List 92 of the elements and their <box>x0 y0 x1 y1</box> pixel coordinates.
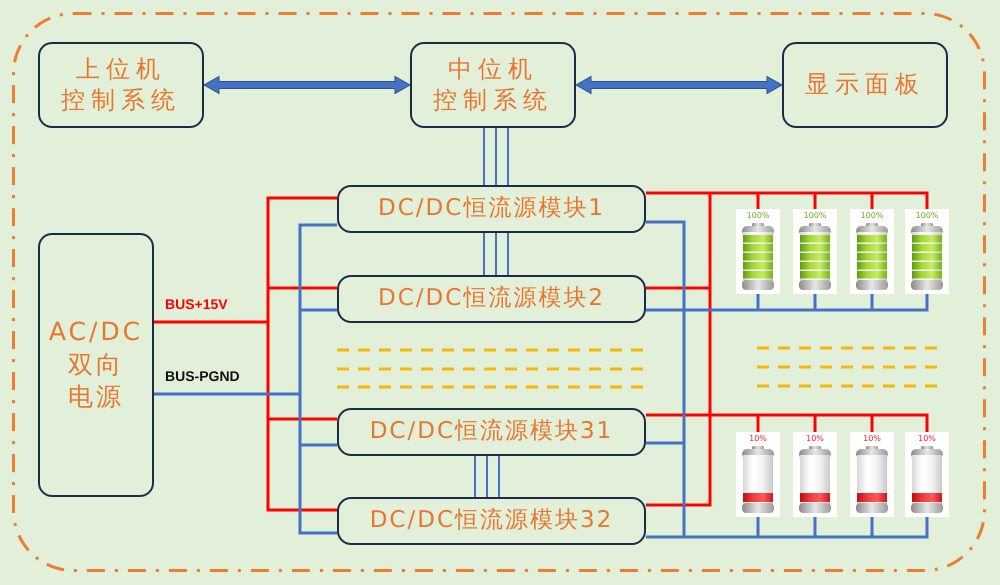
power-supply-label: AC/DC双向电源 <box>48 316 144 414</box>
wire <box>298 394 302 445</box>
system-label: 显示面板 <box>805 69 925 100</box>
wire <box>758 414 815 416</box>
system-box <box>410 42 576 128</box>
wire <box>758 308 815 312</box>
wire <box>870 415 874 432</box>
battery-tile <box>793 209 837 294</box>
wire <box>708 193 712 288</box>
wire <box>266 322 270 419</box>
module-box <box>337 185 646 233</box>
wire <box>646 414 710 416</box>
wire <box>758 192 815 194</box>
battery-tile <box>736 209 780 294</box>
wire <box>815 192 872 194</box>
wire <box>870 294 874 310</box>
wire <box>300 308 337 312</box>
wire <box>684 308 758 312</box>
system-box <box>38 42 204 128</box>
wire <box>298 445 337 534</box>
system-label: 中位机控制系统 <box>433 54 553 116</box>
wire <box>814 294 816 310</box>
bus-lines <box>483 232 509 276</box>
bus-lines <box>483 127 509 186</box>
charge-label: 100% <box>746 211 770 221</box>
power-supply-box <box>38 233 154 497</box>
wire <box>646 442 684 444</box>
charge-label: 100% <box>860 211 884 221</box>
system-box <box>782 42 948 128</box>
wire <box>682 443 686 537</box>
module-label: DC/DC恒流源模块2 <box>378 284 605 314</box>
wire <box>872 192 928 209</box>
wire <box>815 536 872 538</box>
charge-label: 10% <box>749 434 767 444</box>
wire <box>814 193 816 209</box>
wire <box>266 196 337 288</box>
double-arrow <box>202 76 412 94</box>
wire <box>872 294 928 312</box>
battery-tile <box>905 209 949 294</box>
wire <box>756 193 760 209</box>
wire <box>646 192 710 194</box>
wire <box>872 414 928 432</box>
wire <box>268 418 337 420</box>
wire <box>682 310 686 443</box>
wire <box>266 419 337 512</box>
wire <box>815 308 872 312</box>
wire <box>758 536 815 538</box>
module-label: DC/DC恒流源模块1 <box>378 194 605 224</box>
wire <box>756 415 760 432</box>
charge-label: 10% <box>918 434 936 444</box>
wire <box>268 286 337 290</box>
battery-tile <box>850 209 894 294</box>
wire <box>298 224 337 310</box>
wire <box>710 414 758 416</box>
wire <box>870 517 874 537</box>
module-box <box>337 408 646 456</box>
wire <box>756 517 760 537</box>
system-boundary <box>12 12 986 572</box>
battery-tile <box>736 432 780 517</box>
charge-label: 100% <box>804 211 826 221</box>
wire <box>708 288 712 415</box>
wire <box>684 536 758 538</box>
wire <box>814 415 816 432</box>
module-label: DC/DC恒流源模块32 <box>370 506 614 536</box>
wire <box>815 414 872 416</box>
wire <box>154 392 300 396</box>
charge-label: 10% <box>863 434 881 444</box>
wire <box>298 310 302 394</box>
double-arrow <box>574 76 784 94</box>
wire <box>872 517 928 538</box>
battery-tile <box>905 432 949 517</box>
wire <box>646 286 710 290</box>
bus-lines <box>474 455 500 498</box>
wire <box>814 517 816 537</box>
module-box <box>337 275 646 323</box>
system-label: 上位机控制系统 <box>61 54 181 116</box>
wire <box>300 444 337 446</box>
wire <box>646 536 684 538</box>
wire <box>710 192 758 194</box>
battery-tile <box>793 432 837 517</box>
wire <box>266 288 270 322</box>
wire <box>646 415 712 506</box>
wire <box>870 193 874 209</box>
wire <box>646 308 684 312</box>
wire <box>154 320 268 324</box>
charge-label: 10% <box>806 434 824 444</box>
module-box <box>337 497 646 545</box>
wire <box>756 294 760 310</box>
battery-tile <box>850 432 894 517</box>
wire <box>646 220 686 310</box>
charge-label: 100% <box>916 211 938 221</box>
module-label: DC/DC恒流源模块31 <box>370 417 614 446</box>
